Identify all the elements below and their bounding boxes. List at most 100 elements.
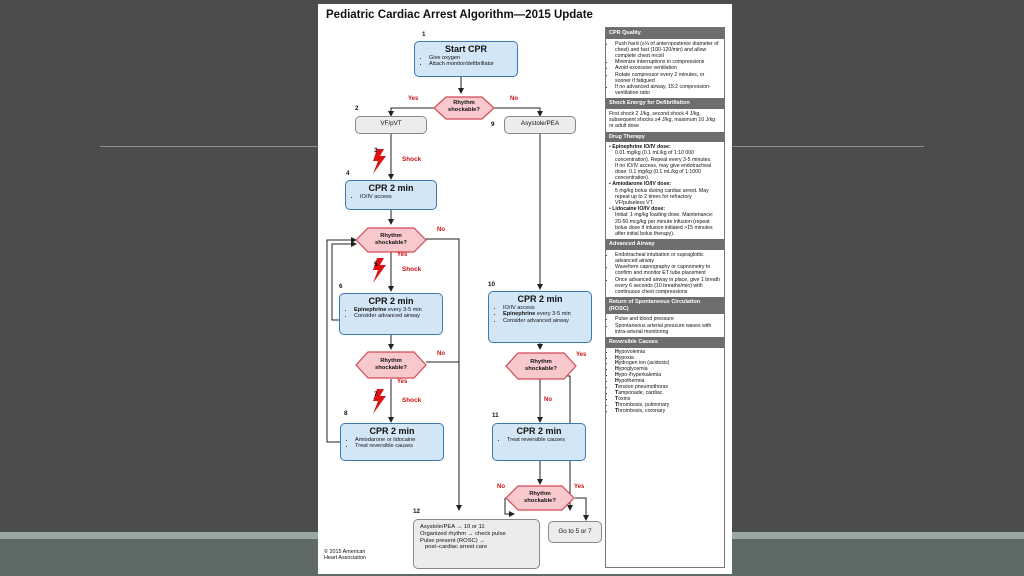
cpr-item: Amiodarone or lidocaine <box>355 437 438 443</box>
goto-box: Go to 5 or 7 <box>548 521 602 543</box>
outcome-line: Pulse present (ROSC) → <box>420 537 486 544</box>
cpr-quality-item: Rotate compressor every 2 minutes, or so… <box>615 72 721 84</box>
algorithm-document: Pediatric Cardiac Arrest Algorithm—2015 … <box>318 4 732 574</box>
no-label: No <box>544 397 552 403</box>
cpr-title: CPR 2 min <box>517 294 563 304</box>
cpr-item: IO/IV access <box>360 194 431 200</box>
airway-item: Endotracheal intubation or supraglottic … <box>615 252 721 264</box>
shock-energy-body: First shock 2 J/kg, second shock 4 J/kg,… <box>609 111 716 130</box>
drug-therapy-header: Drug Therapy <box>606 131 724 143</box>
cpr-quality-body: Push hard (≥⅓ of anteroposterior diamete… <box>606 39 724 99</box>
reversible-causes-header: Reversible Causes <box>606 337 724 348</box>
outcome-line: Organized rhythm → check pulse <box>420 530 506 537</box>
start-cpr-item: Give oxygen <box>429 55 512 61</box>
decision-diamond <box>505 485 575 511</box>
cause-item: Toxins <box>615 396 721 403</box>
yes-label: Yes <box>397 252 408 258</box>
cause-item: Hypothermia <box>615 378 721 385</box>
shock-bolt-icon <box>373 258 386 283</box>
rosc-item: Pulse and blood pressure <box>615 316 721 322</box>
rosc-header: Return of Spontaneous Circulation (ROSC) <box>606 297 724 315</box>
cause-item: Tension pneumothorax <box>615 384 721 391</box>
cpr-quality-header: CPR Quality <box>606 28 724 39</box>
shock-bolt-icon <box>373 149 386 174</box>
outcome-line: post–cardiac arrest care <box>425 544 488 551</box>
yes-label: Yes <box>408 96 419 102</box>
no-label: No <box>497 484 505 490</box>
step-number-2: 2 <box>355 105 359 112</box>
cpr-title: CPR 2 min <box>369 426 415 436</box>
cpr-item: IO/IV access <box>503 305 586 311</box>
start-cpr-item: Attach monitor/defibrillator <box>429 61 512 67</box>
cause-item: Hypovolemia <box>615 349 721 356</box>
shock-energy-header: Shock Energy for Defibrillation <box>606 98 724 110</box>
step-number-4: 4 <box>346 170 350 177</box>
rosc-body: Pulse and blood pressure Spontaneous art… <box>606 314 724 337</box>
reversible-causes-body: Hypovolemia Hypoxia Hydrogen ion (acidos… <box>606 348 724 417</box>
step-number-1: 1 <box>422 31 426 38</box>
advanced-airway-header: Advanced Airway <box>606 239 724 250</box>
cause-item: Thrombosis, pulmonary <box>615 402 721 409</box>
flow-connectors <box>326 77 589 521</box>
step-number-12: 12 <box>413 508 421 515</box>
cpr-item: Epinephrine every 3-5 min <box>354 307 437 313</box>
advanced-airway-body: Endotracheal intubation or supraglottic … <box>606 250 724 297</box>
start-cpr-box: Start CPR Give oxygenAttach monitor/defi… <box>414 41 518 77</box>
vf-pvt-box: VF/pVT <box>355 116 427 134</box>
cpr-quality-item: Minimize interruptions in compressions <box>615 59 721 65</box>
start-cpr-title: Start CPR <box>444 44 487 54</box>
yes-label: Yes <box>574 484 585 490</box>
decision-diamond <box>433 96 495 120</box>
cpr-box-4: CPR 2 min IO/IV access <box>345 180 437 210</box>
cpr-box-6: CPR 2 min Epinephrine every 3-5 min Cons… <box>339 293 443 335</box>
drug-therapy-body: • Epinephrine IO/IV dose: 0.01 mg/kg (0.… <box>609 144 714 238</box>
cpr-item: Treat reversible causes <box>507 437 580 443</box>
yes-label: Yes <box>397 379 408 385</box>
airway-item: Once advanced airway in place, give 1 br… <box>615 277 721 296</box>
decision-diamond <box>355 227 427 253</box>
cpr-quality-item: If no advanced airway, 15:2 compression-… <box>615 84 721 96</box>
no-label: No <box>437 227 445 233</box>
decision-diamond <box>505 352 577 380</box>
cpr-title: CPR 2 min <box>368 296 414 306</box>
step-number-9: 9 <box>491 121 495 128</box>
asystole-pea-box: Asystole/PEA <box>504 116 576 134</box>
cpr-item: Consider advanced airway <box>354 313 437 319</box>
cause-item: Tamponade, cardiac <box>615 390 721 397</box>
cpr-item: Treat reversible causes <box>355 443 438 449</box>
yes-label: Yes <box>576 352 587 358</box>
rosc-item: Spontaneous arterial pressure waves with… <box>615 323 721 335</box>
cpr-box-8: CPR 2 min Amiodarone or lidocaineTreat r… <box>340 423 444 461</box>
step-number-3: 3 <box>374 147 378 154</box>
airway-item: Waveform capnography or capnometry to co… <box>615 264 721 276</box>
cause-item: Hydrogen ion (acidosis) <box>615 361 721 367</box>
step-number-11: 11 <box>492 412 499 419</box>
reference-sidebar: CPR Quality Push hard (≥⅓ of anteroposte… <box>605 27 725 568</box>
decision-diamond <box>355 351 427 379</box>
cpr-box-11: CPR 2 min Treat reversible causes <box>492 423 586 461</box>
cause-item: Thrombosis, coronary <box>615 408 721 415</box>
cpr-box-10: CPR 2 min IO/IV access Epinephrine every… <box>488 291 592 343</box>
shock-label: Shock <box>402 397 422 404</box>
cause-item: Hypoglycemia <box>615 366 721 373</box>
step-number-6: 6 <box>339 283 343 290</box>
shock-label: Shock <box>402 266 422 273</box>
cpr-title: CPR 2 min <box>368 183 414 193</box>
step-number-7: 7 <box>374 391 378 398</box>
outcome-box-12: Asystole/PEA → 10 or 11 Organized rhythm… <box>413 519 540 569</box>
step-number-10: 10 <box>488 281 496 288</box>
outcome-line: Asystole/PEA → 10 or 11 <box>420 524 485 530</box>
slide-divider-right <box>732 146 924 147</box>
cpr-item: Epinephrine every 3-5 min <box>503 311 586 317</box>
step-number-5: 5 <box>374 261 378 268</box>
slide-divider-left <box>100 146 318 147</box>
cpr-title: CPR 2 min <box>516 426 562 436</box>
no-label: No <box>510 96 518 102</box>
shock-bolt-icon <box>373 389 386 414</box>
